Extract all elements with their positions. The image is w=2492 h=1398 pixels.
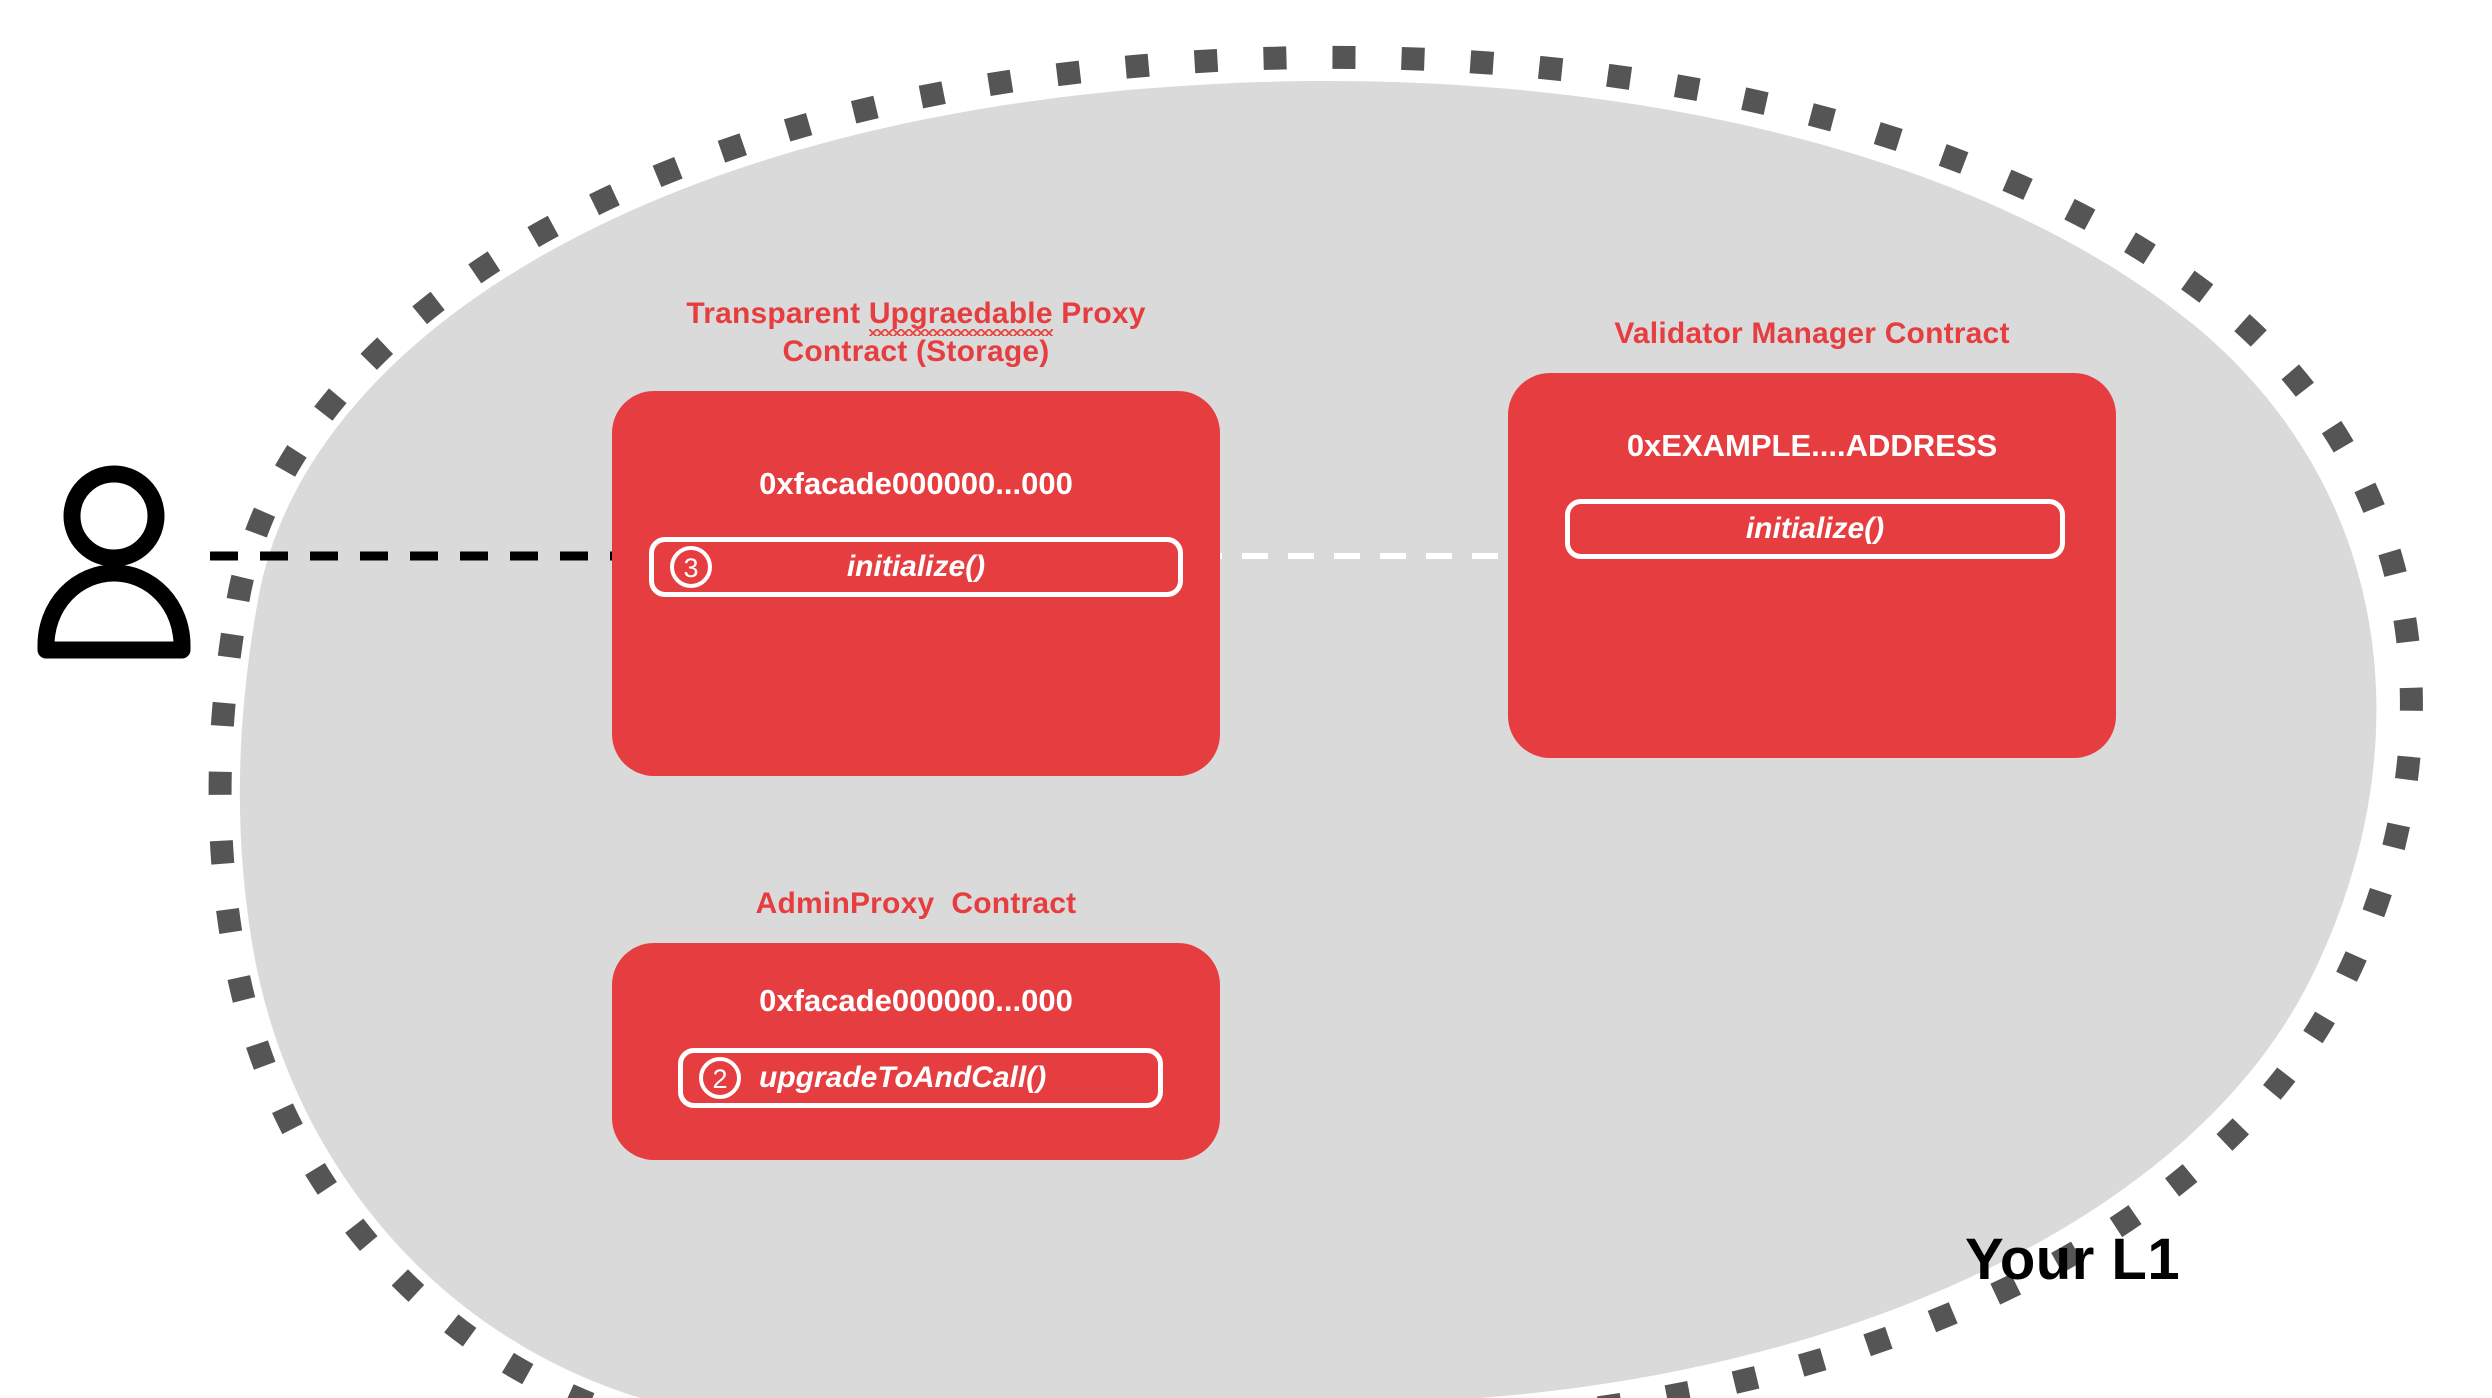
spellcheck-squiggle: Upgraedable	[868, 295, 1053, 336]
user-icon	[37, 465, 191, 659]
step-badge-2: 2	[699, 1057, 741, 1099]
contract-validator-manager: Validator Manager Contract 0xEXAMPLE....…	[1508, 315, 2116, 758]
contract-box-proxy[interactable]: 0xfacade000000...000 3 initialize()	[612, 391, 1220, 776]
contract-box-validator-manager[interactable]: 0xEXAMPLE....ADDRESS initialize()	[1508, 373, 2116, 758]
contract-title-admin-proxy: AdminProxy Contract	[755, 887, 1077, 920]
method-label-upgrade-to-and-call: upgradeToAndCall()	[759, 1061, 1047, 1094]
method-pill-initialize-proxy[interactable]: 3 initialize()	[649, 537, 1183, 597]
contract-address-proxy: 0xfacade000000...000	[759, 466, 1073, 501]
region-label-your-l1: Your L1	[1965, 1227, 2181, 1292]
contract-box-admin-proxy[interactable]: 0xfacade000000...000 2 upgradeToAndCall(…	[612, 943, 1220, 1160]
step-badge-3: 3	[670, 546, 712, 588]
method-label-initialize: initialize()	[846, 550, 986, 583]
contract-title-validator-manager: Validator Manager Contract	[1614, 317, 2010, 350]
contract-title-proxy-line2: Contract (Storage)	[782, 335, 1050, 368]
contract-title-proxy-line1: Transparent Upgraedable Proxy	[686, 295, 1145, 336]
contract-admin-proxy: AdminProxy Contract 0xfacade000000...000…	[612, 885, 1220, 1160]
method-pill-initialize-validator-manager[interactable]: initialize()	[1565, 499, 2065, 559]
contract-address-admin-proxy: 0xfacade000000...000	[759, 983, 1073, 1018]
contract-address-validator-manager: 0xEXAMPLE....ADDRESS	[1626, 428, 1998, 463]
method-label-initialize-vm: initialize()	[1745, 512, 1885, 545]
method-pill-upgrade-to-and-call[interactable]: 2 upgradeToAndCall()	[678, 1048, 1163, 1108]
